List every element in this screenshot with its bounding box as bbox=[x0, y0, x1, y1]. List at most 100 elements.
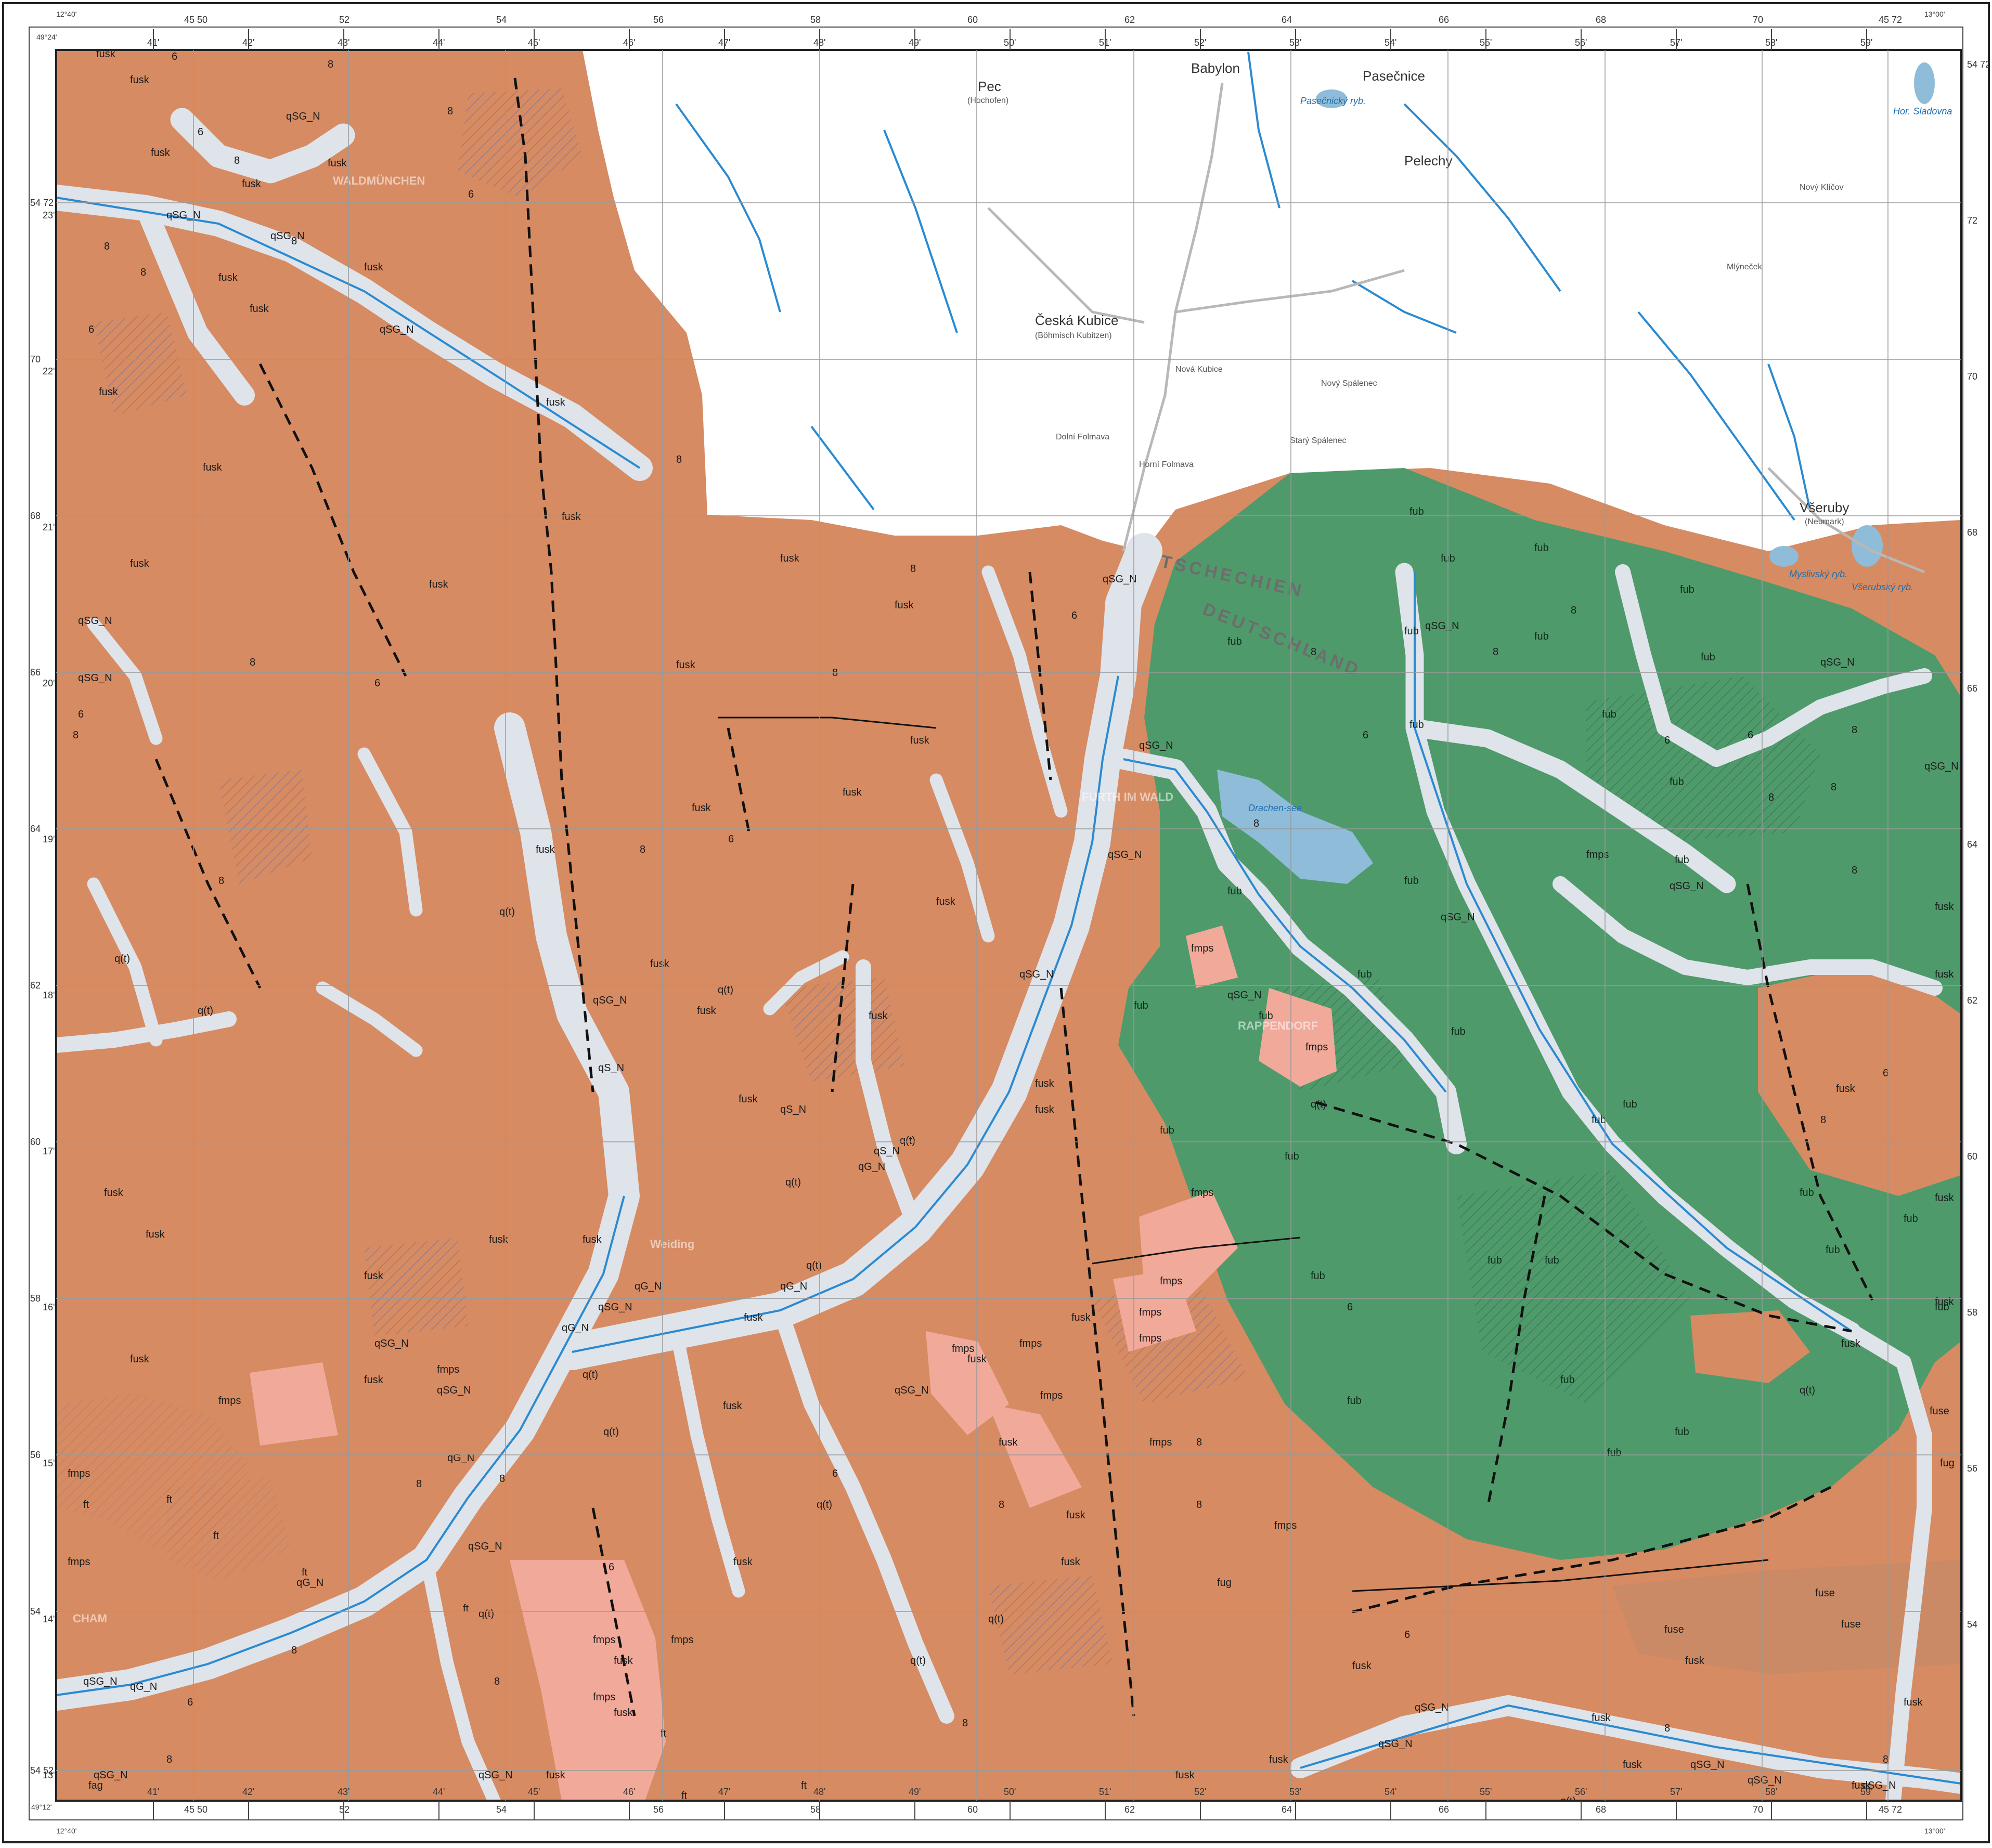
top-minute-label: 48' bbox=[813, 37, 825, 48]
unit-label-qSG_N: qSG_N bbox=[1139, 740, 1173, 751]
unit-label-fusk: fusk bbox=[1035, 1104, 1055, 1115]
top-grid-label: 58 bbox=[810, 15, 821, 25]
fuse-south bbox=[1612, 1560, 1961, 1674]
unit-label-fub: fub bbox=[1409, 506, 1424, 517]
unit-label-qG_N: qG_N bbox=[447, 1452, 474, 1464]
unit-label-qSG_N: qSG_N bbox=[78, 672, 112, 684]
unit-label-fmps: fmps bbox=[1191, 1187, 1213, 1199]
age-number-eight: 8 bbox=[234, 155, 240, 166]
unit-label-fusk: fusk bbox=[1852, 1780, 1871, 1791]
unit-label-fuse: fuse bbox=[1930, 1405, 1949, 1417]
fmps-west bbox=[250, 1362, 338, 1446]
unit-label-fusk: fusk bbox=[203, 462, 223, 473]
corner-bottom-left: 49°12' bbox=[31, 1803, 51, 1811]
place-waldmuenchen: WALDMÜNCHEN bbox=[333, 174, 425, 187]
age-number-six: 6 bbox=[78, 709, 84, 720]
top-minute-label: 52' bbox=[1194, 37, 1206, 48]
age-number-six: 6 bbox=[198, 126, 203, 138]
unit-label-qSG_N: qSG_N bbox=[1690, 1759, 1725, 1771]
unit-label-qSG_N: qSG_N bbox=[593, 995, 627, 1006]
unit-label-qSG_N: qSG_N bbox=[286, 111, 320, 122]
age-number-six: 6 bbox=[832, 1468, 838, 1479]
bottom-minute-label: 52' bbox=[1194, 1787, 1206, 1797]
age-number-eight: 8 bbox=[1311, 646, 1316, 658]
unit-label-fusk: fusk bbox=[1269, 1754, 1289, 1765]
unit-label-qSG_N: qSG_N bbox=[78, 615, 112, 627]
unit-label-qSG_N: qSG_N bbox=[478, 1769, 513, 1781]
bottom-minute-label: 54' bbox=[1385, 1787, 1396, 1797]
bottom-minute-label: 46' bbox=[623, 1787, 635, 1797]
right-grid-label: 70 bbox=[1967, 371, 1977, 382]
unit-label-qG_N: qG_N bbox=[562, 1322, 589, 1334]
unit-label-fmps: fmps bbox=[593, 1691, 615, 1703]
unit-label-fub: fub bbox=[1560, 1374, 1575, 1386]
unit-label-qSG_N: qSG_N bbox=[1425, 620, 1459, 632]
age-number-eight: 8 bbox=[291, 1645, 297, 1656]
bottom-grid-label: 66 bbox=[1439, 1804, 1449, 1815]
left-minute-label: 17' bbox=[43, 1146, 55, 1156]
bottom-grid-label: 58 bbox=[810, 1804, 821, 1815]
unit-label-fusk: fusk bbox=[999, 1437, 1018, 1448]
age-number-six: 6 bbox=[1071, 610, 1077, 621]
age-number-eight: 8 bbox=[1253, 818, 1259, 829]
top-minute-label: 43' bbox=[338, 37, 350, 48]
left-grid-label: 60 bbox=[30, 1137, 41, 1147]
unit-label-fug: fug bbox=[1217, 1577, 1232, 1589]
fmps-rappendorf bbox=[1259, 988, 1337, 1087]
right-grid-label: 64 bbox=[1967, 839, 1977, 850]
unit-label-qSG_N: qSG_N bbox=[1415, 1702, 1449, 1713]
top-grid-label: 70 bbox=[1753, 15, 1763, 25]
unit-label-fusk: fusk bbox=[1175, 1769, 1195, 1781]
unit-label-fusk: fusk bbox=[692, 802, 712, 814]
fmps-center bbox=[926, 1331, 1009, 1435]
bottom-grid-label: 62 bbox=[1124, 1804, 1135, 1815]
lake-drachensee: Drachen-see bbox=[1248, 803, 1302, 813]
age-number-eight: 8 bbox=[1571, 605, 1576, 616]
unit-label-qG_N: qG_N bbox=[130, 1681, 157, 1693]
top-grid-label: 60 bbox=[967, 15, 978, 25]
unit-label-fub: fub bbox=[1904, 1213, 1918, 1225]
unit-label-fub: fub bbox=[1935, 1302, 1949, 1313]
top-minute-label: 42' bbox=[242, 37, 254, 48]
lake-pasecnicky_ryb: Pasečnický ryb. bbox=[1300, 96, 1366, 106]
road-network bbox=[987, 83, 1925, 574]
unit-label-fusk: fusk bbox=[744, 1312, 764, 1323]
bottom-grid-label: 64 bbox=[1282, 1804, 1292, 1815]
unit-label-fub: fub bbox=[1592, 1114, 1606, 1126]
sladovna-lake bbox=[1914, 62, 1935, 104]
lake-hor_sladovna: Hor. Sladovna bbox=[1893, 106, 1952, 116]
place-horni_folmava: Horní Folmava bbox=[1139, 460, 1194, 469]
unit-label-qG_N: qG_N bbox=[635, 1281, 662, 1292]
unit-label-fusk: fusk bbox=[1935, 1296, 1955, 1308]
unit-label-fusk: fusk bbox=[562, 511, 581, 523]
right-grid-label: 54 72 bbox=[1967, 59, 1990, 70]
unit-label-fusk: fusk bbox=[146, 1229, 165, 1240]
age-number-eight: 8 bbox=[447, 106, 453, 117]
age-number-eight: 8 bbox=[291, 236, 297, 247]
unit-label-fmps: fmps bbox=[952, 1343, 974, 1355]
unit-label-fusk: fusk bbox=[536, 844, 555, 855]
unit-label-fusk: fusk bbox=[1841, 1338, 1861, 1349]
bottom-minute-label: 42' bbox=[242, 1787, 254, 1797]
age-number-six: 6 bbox=[88, 324, 94, 335]
unit-label-fmps: fmps bbox=[218, 1395, 241, 1407]
unit-label-fusk: fusk bbox=[364, 1374, 384, 1386]
bottom-minute-label: 51' bbox=[1099, 1787, 1111, 1797]
bottom-minute-label: 58' bbox=[1765, 1787, 1777, 1797]
unit-label-fusk: fusk bbox=[104, 1187, 124, 1199]
place-vseruby: Všeruby bbox=[1800, 500, 1849, 515]
unit-label-qSG_N: qSG_N bbox=[1924, 761, 1959, 772]
unit-label-fub: fub bbox=[1409, 719, 1424, 731]
map-border bbox=[55, 49, 1962, 1802]
unit-label-fub: fub bbox=[1160, 1125, 1174, 1136]
age-number-six: 6 bbox=[728, 834, 734, 845]
unit-label-qSG_N: qSG_N bbox=[598, 1302, 632, 1313]
left-minute-label: 20' bbox=[43, 678, 55, 688]
unit-label-qSG_N: qSG_N bbox=[1441, 912, 1475, 923]
left-grid-label: 56 bbox=[30, 1450, 41, 1460]
top-minute-label: 59' bbox=[1860, 37, 1872, 48]
bottom-minute-label: 43' bbox=[338, 1787, 350, 1797]
lake-myslivsky_ryb: Myslivský ryb. bbox=[1789, 569, 1847, 579]
place-pasecnice: Pasečnice bbox=[1363, 68, 1425, 84]
